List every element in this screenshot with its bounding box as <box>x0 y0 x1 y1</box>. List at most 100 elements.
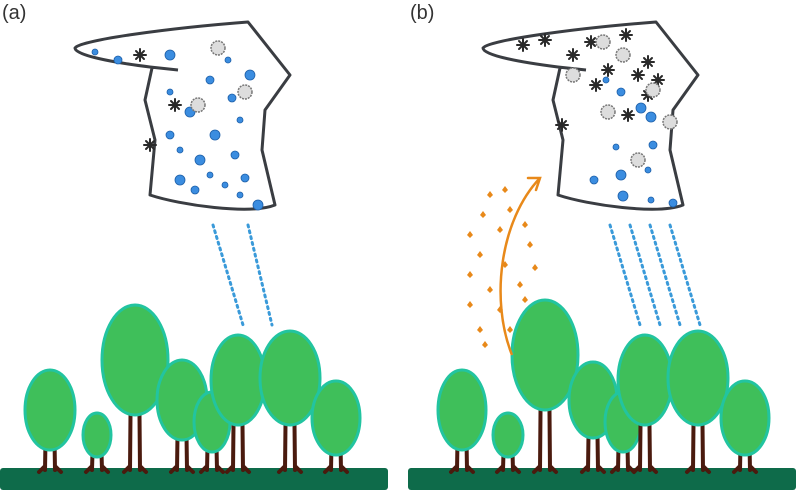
cloud-droplet <box>668 198 678 208</box>
cloud-droplet <box>209 129 221 141</box>
cloud-droplet <box>227 93 237 103</box>
aerosol-particle <box>522 296 528 303</box>
cloud-droplet <box>252 199 264 211</box>
aerosol-particle <box>532 264 538 271</box>
rain-streak <box>246 223 274 327</box>
aerosol-particle <box>507 326 513 333</box>
aerosol-particle <box>467 301 473 308</box>
ice-crystal <box>623 110 633 120</box>
cloud-droplet <box>236 116 244 124</box>
cloud-droplet <box>113 55 123 65</box>
ground <box>408 468 796 490</box>
graupel-particle <box>600 104 616 120</box>
ice-crystal <box>518 40 528 50</box>
cloud-droplet <box>164 49 176 61</box>
cloud-droplet <box>612 143 620 151</box>
ice-crystal <box>540 35 550 45</box>
tree-crown <box>666 329 730 427</box>
cloud-droplet <box>236 191 244 199</box>
cloud-droplet <box>224 56 232 64</box>
aerosol-particle <box>522 221 528 228</box>
aerosol-particle <box>497 306 503 313</box>
rain-streak <box>608 223 642 327</box>
tree-crown <box>436 368 488 452</box>
cloud-droplet <box>244 69 256 81</box>
aerosol-particle <box>467 231 473 238</box>
aerosol-particle <box>497 226 503 233</box>
ice-crystal <box>568 50 578 60</box>
ice-crystal <box>633 70 643 80</box>
cloud-droplet <box>589 175 599 185</box>
cloud-droplet <box>617 190 629 202</box>
aerosol-particle <box>517 281 523 288</box>
graupel-particle <box>662 114 678 130</box>
cloud-droplet <box>645 111 657 123</box>
cloud-droplet <box>602 76 610 84</box>
ice-crystal <box>145 140 155 150</box>
cloud-droplet <box>648 140 658 150</box>
cloud-droplet <box>174 174 186 186</box>
cloud-droplet <box>240 173 250 183</box>
ice-crystal <box>591 80 601 90</box>
aerosol-particle <box>477 326 483 333</box>
rain-streak <box>668 223 702 327</box>
aerosol-particle <box>477 251 483 258</box>
graupel-particle <box>190 97 206 113</box>
cloud-droplet <box>230 150 240 160</box>
aerosol-particle <box>502 186 508 193</box>
ice-crystal <box>643 57 653 67</box>
graupel-particle <box>615 47 631 63</box>
ice-crystal <box>135 50 145 60</box>
aerosol-arrow <box>499 177 541 356</box>
cloud-droplet <box>615 169 627 181</box>
tree-crown <box>258 329 322 427</box>
cloud-droplet <box>166 88 174 96</box>
ice-crystal <box>621 30 631 40</box>
ice-crystal <box>557 120 567 130</box>
cloud-droplet <box>190 185 200 195</box>
aerosol-particle <box>502 261 508 268</box>
panel-b-label: (b) <box>410 2 435 24</box>
cloud-droplet <box>647 196 655 204</box>
cloud-droplet <box>176 146 184 154</box>
arrowhead-icon <box>526 176 542 192</box>
rain-streak <box>628 223 662 327</box>
ice-crystal <box>170 100 180 110</box>
aerosol-particle <box>487 191 493 198</box>
panel-a-label: (a) <box>2 2 27 24</box>
cloud-droplet <box>635 102 647 114</box>
graupel-particle <box>210 40 226 56</box>
tree-crown <box>209 333 267 427</box>
cloud <box>73 20 292 211</box>
aerosol-particle <box>467 271 473 278</box>
tree-crown <box>616 333 674 427</box>
cloud-droplet <box>644 166 652 174</box>
graupel-particle <box>595 34 611 50</box>
graupel-particle <box>565 67 581 83</box>
ground <box>0 468 388 490</box>
aerosol-particle <box>487 286 493 293</box>
tree-crown <box>719 379 771 457</box>
rain-streak <box>211 223 245 327</box>
graupel-particle <box>645 82 661 98</box>
tree-trunk <box>532 353 558 474</box>
aerosol-particle <box>482 341 488 348</box>
ice-crystal <box>586 37 596 47</box>
cloud-droplet <box>616 87 626 97</box>
tree-crown <box>310 379 362 457</box>
tree-crown <box>491 411 525 459</box>
cloud-droplet <box>91 48 99 56</box>
aerosol-particle <box>507 206 513 213</box>
cloud-droplet <box>165 130 175 140</box>
tree-crown <box>23 368 77 452</box>
cloud-droplet <box>221 181 229 189</box>
cloud-droplet <box>206 171 214 179</box>
tree-crown <box>100 303 170 417</box>
ice-crystal <box>603 65 613 75</box>
graupel-particle <box>630 152 646 168</box>
graupel-particle <box>237 84 253 100</box>
aerosol-particle <box>527 241 533 248</box>
tree-crown <box>81 411 113 459</box>
aerosol-particle <box>480 211 486 218</box>
